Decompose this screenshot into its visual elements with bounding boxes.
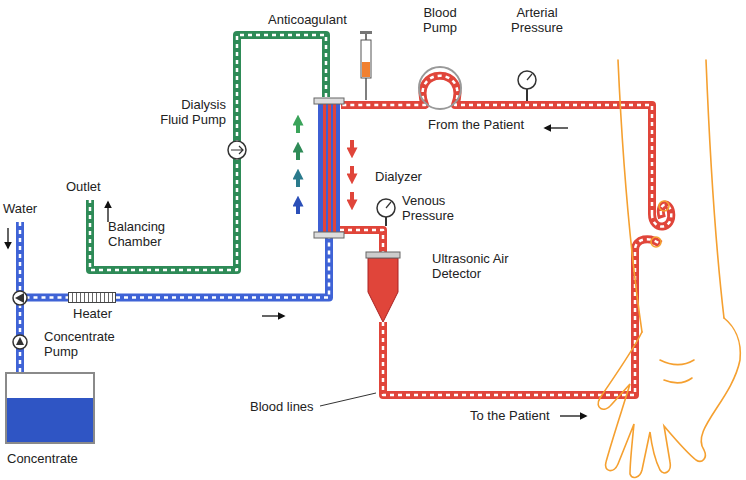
gauge-label: Venous Pressure	[402, 194, 462, 224]
concentrate-container: Concentrate	[5, 372, 95, 444]
part-label: Balancing Chamber	[108, 220, 188, 250]
tube-stripes	[340, 230, 383, 252]
leader-line	[320, 393, 376, 406]
pump-label: Dialysis Fluid Pump	[150, 98, 226, 128]
port-label: Water	[3, 202, 63, 217]
part-label: Concentrate	[7, 452, 127, 467]
venous-gauge	[377, 199, 395, 226]
part-label: Blood lines	[250, 400, 330, 415]
tube-connector	[340, 230, 383, 252]
dialyzer-column: Dialyzer	[318, 98, 340, 238]
mixing-valve	[13, 291, 27, 305]
arterial-blood-line	[341, 76, 671, 227]
flow-label: To the Patient	[470, 409, 580, 424]
gauge-label: Arterial Pressure	[505, 6, 569, 36]
part-label: Ultrasonic Air Detector	[432, 252, 520, 282]
detector-shape	[366, 252, 400, 324]
air-detector: Ultrasonic Air Detector	[366, 252, 400, 324]
syringe-label: Anticoagulant	[268, 13, 368, 28]
tube	[340, 230, 383, 252]
blood-pump-housing	[419, 67, 461, 109]
patient-arm	[598, 60, 740, 477]
water-line	[20, 222, 21, 291]
pump-label: Concentrate Pump	[44, 330, 129, 360]
part-label: Heater	[73, 307, 143, 322]
concentrate-pump	[13, 335, 27, 349]
heater-box: Heater	[68, 292, 116, 303]
dialysate-return-line	[90, 35, 326, 270]
part-label: Dialyzer	[375, 170, 445, 185]
fluid-pump	[228, 141, 246, 159]
anticoagulant-syringe	[360, 31, 372, 100]
pump-label: Blood Pump	[415, 6, 465, 36]
port-label: Outlet	[66, 180, 126, 195]
dialyzer-shape	[318, 98, 340, 238]
arterial-gauge	[518, 71, 536, 101]
flow-label: From the Patient	[428, 118, 558, 133]
